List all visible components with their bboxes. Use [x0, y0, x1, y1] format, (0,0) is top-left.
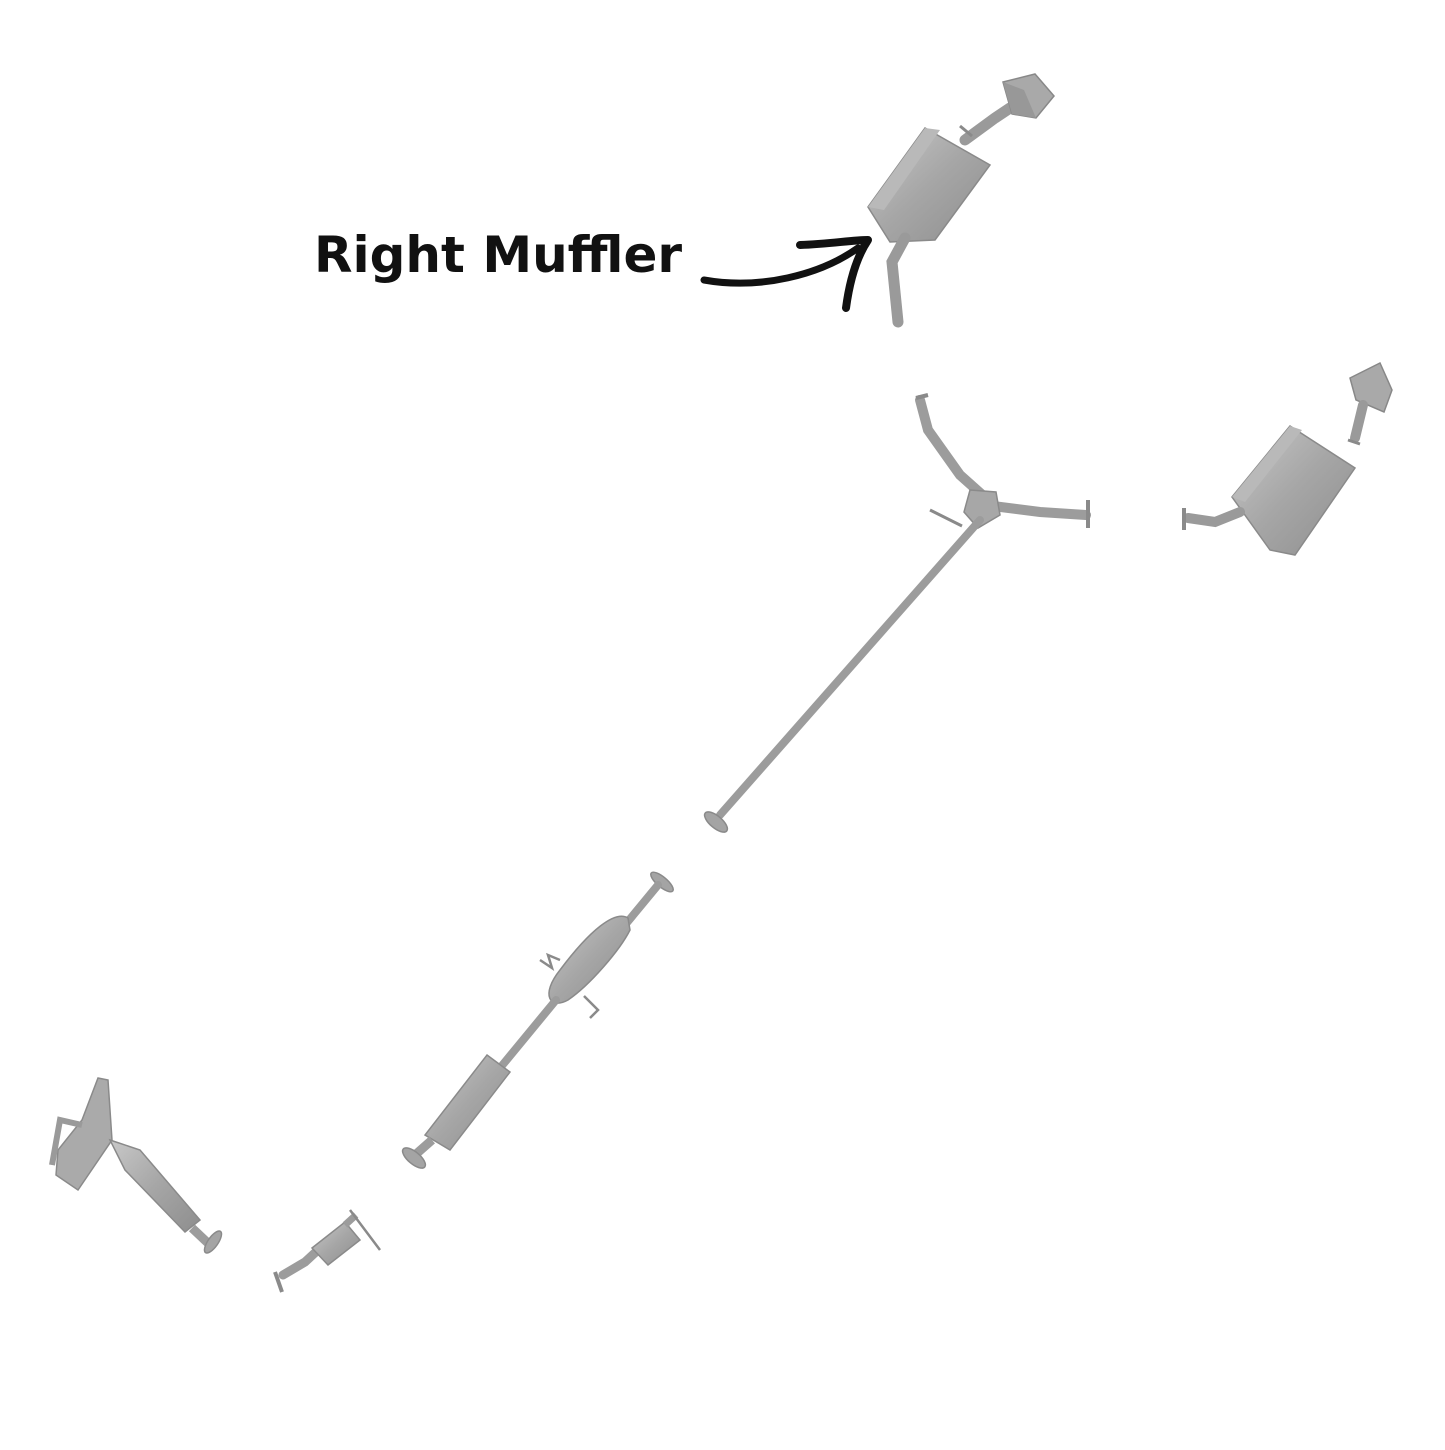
resonator-cat-pipe[interactable] [399, 869, 676, 1171]
right-muffler[interactable] [867, 73, 1055, 328]
y-pipe[interactable] [701, 393, 1091, 836]
exhaust-manifold[interactable] [49, 1077, 225, 1256]
flex-pipe[interactable] [273, 1209, 381, 1293]
callout-arrow [700, 236, 872, 312]
right-muffler-label: Right Muffler [314, 226, 683, 284]
left-muffler[interactable] [1182, 361, 1393, 556]
